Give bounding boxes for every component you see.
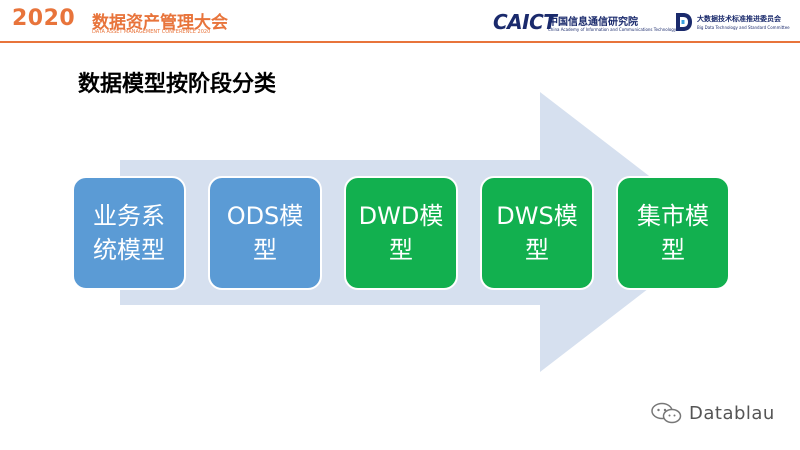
stage-dwd-model: DWD模型 (344, 176, 458, 290)
big-data-committee-logo-icon (676, 13, 692, 31)
stage-ods-model: ODS模型 (208, 176, 322, 290)
caict-name: 中国信息通信研究院 (548, 17, 638, 28)
stage-business-system-model: 业务系统模型 (72, 176, 186, 290)
stage-mart-model: 集市模型 (616, 176, 730, 290)
conference-year: 2020 (12, 6, 76, 31)
header-divider (0, 41, 800, 43)
conference-header: 2020 数据资产管理大会 DATA ASSET MANAGEMENT CONF… (0, 0, 800, 44)
stage-dws-model: DWS模型 (480, 176, 594, 290)
wechat-icon (651, 402, 682, 424)
watermark: Datablau (650, 402, 775, 424)
big-data-committee-name: 大数据技术标准推进委员会 (697, 15, 781, 23)
caict-logo: CAICT (493, 10, 557, 34)
watermark-text: Datablau (689, 402, 775, 424)
conference-subtitle: DATA ASSET MANAGEMENT CONFERENCE 2020 (92, 29, 211, 35)
slide-title: 数据模型按阶段分类 (78, 72, 277, 97)
big-data-committee-english-name: Big Data Technology and Standard Committ… (697, 25, 790, 30)
caict-english-name: China Academy of Information and Communi… (548, 27, 677, 32)
conference-name: 数据资产管理大会 (92, 13, 228, 33)
